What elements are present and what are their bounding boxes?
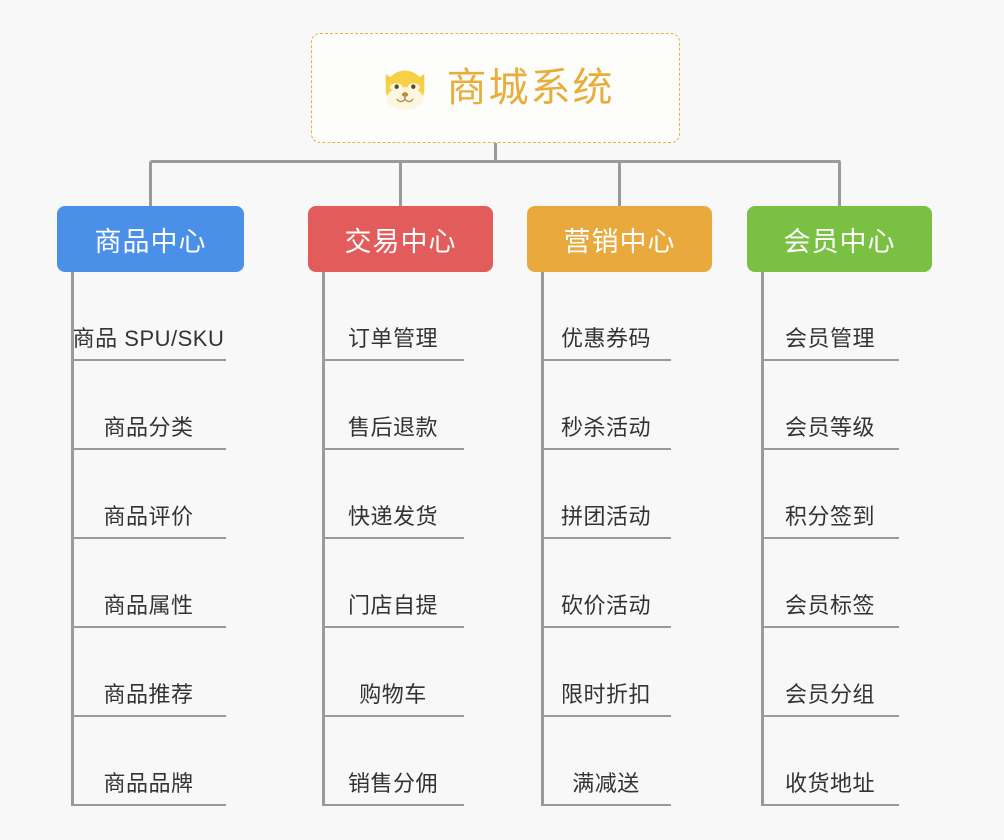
leaf-label: 商品品牌 xyxy=(103,770,194,796)
category-label: 交易中心 xyxy=(344,226,457,257)
leaf-item[interactable]: 砍价活动 xyxy=(541,539,671,628)
leaf-item[interactable]: 会员标签 xyxy=(761,539,899,628)
category-box-member[interactable]: 会员中心 xyxy=(747,206,932,272)
leaf-label: 商品推荐 xyxy=(103,681,194,707)
leaf-label: 优惠券码 xyxy=(560,325,651,351)
category-label: 商品中心 xyxy=(94,226,207,257)
leaf-item[interactable]: 商品品牌 xyxy=(71,717,226,806)
leaf-label: 商品属性 xyxy=(103,592,194,618)
leaf-label: 会员标签 xyxy=(784,592,875,618)
leaf-item[interactable]: 会员管理 xyxy=(761,272,899,361)
leaf-item[interactable]: 购物车 xyxy=(322,628,464,717)
leaf-item[interactable]: 秒杀活动 xyxy=(541,361,671,450)
leaf-item[interactable]: 满减送 xyxy=(541,717,671,806)
leaf-item[interactable]: 商品分类 xyxy=(71,361,226,450)
leaf-label: 限时折扣 xyxy=(560,681,651,707)
leaf-item[interactable]: 收货地址 xyxy=(761,717,899,806)
leaf-item[interactable]: 拼团活动 xyxy=(541,450,671,539)
leaf-item[interactable]: 商品 SPU/SKU xyxy=(71,272,226,361)
leaf-label: 会员分组 xyxy=(784,681,875,707)
leaf-item[interactable]: 售后退款 xyxy=(322,361,464,450)
root-title: 商城系统 xyxy=(446,66,615,110)
category-box-product[interactable]: 商品中心 xyxy=(57,206,244,272)
leaf-label: 拼团活动 xyxy=(560,503,651,529)
leaf-item[interactable]: 限时折扣 xyxy=(541,628,671,717)
category-label: 会员中心 xyxy=(783,226,896,257)
leaf-item[interactable]: 商品评价 xyxy=(71,450,226,539)
leaf-label: 会员等级 xyxy=(784,414,875,440)
leaf-item[interactable]: 门店自提 xyxy=(322,539,464,628)
leaf-label: 收货地址 xyxy=(784,770,875,796)
leaf-label: 满减送 xyxy=(572,770,640,796)
leaf-item[interactable]: 会员等级 xyxy=(761,361,899,450)
shiba-dog-face-icon xyxy=(377,60,433,116)
leaf-label: 商品评价 xyxy=(103,503,194,529)
leaf-label: 会员管理 xyxy=(784,325,875,351)
category-label: 营销中心 xyxy=(563,226,676,257)
leaf-item[interactable]: 销售分佣 xyxy=(322,717,464,806)
leaf-item[interactable]: 积分签到 xyxy=(761,450,899,539)
leaf-label: 秒杀活动 xyxy=(560,414,651,440)
category-box-trade[interactable]: 交易中心 xyxy=(308,206,493,272)
leaf-item[interactable]: 快递发货 xyxy=(322,450,464,539)
root-node[interactable]: 商城系统 xyxy=(311,33,680,143)
column-spine xyxy=(322,272,325,806)
leaf-item[interactable]: 订单管理 xyxy=(322,272,464,361)
leaf-label: 积分签到 xyxy=(784,503,875,529)
leaf-label: 销售分佣 xyxy=(347,770,438,796)
leaf-label: 门店自提 xyxy=(347,592,438,618)
leaf-item[interactable]: 商品推荐 xyxy=(71,628,226,717)
column-spine xyxy=(761,272,764,806)
leaf-item[interactable]: 商品属性 xyxy=(71,539,226,628)
leaf-label: 购物车 xyxy=(359,681,427,707)
category-box-marketing[interactable]: 营销中心 xyxy=(527,206,712,272)
leaf-label: 商品分类 xyxy=(103,414,194,440)
column-spine xyxy=(541,272,544,806)
leaf-label: 订单管理 xyxy=(347,325,438,351)
leaf-item[interactable]: 会员分组 xyxy=(761,628,899,717)
leaf-label: 售后退款 xyxy=(347,414,438,440)
column-spine xyxy=(71,272,74,806)
leaf-label: 商品 SPU/SKU xyxy=(72,325,225,351)
leaf-label: 快递发货 xyxy=(347,503,438,529)
leaf-item[interactable]: 优惠券码 xyxy=(541,272,671,361)
leaf-label: 砍价活动 xyxy=(560,592,651,618)
